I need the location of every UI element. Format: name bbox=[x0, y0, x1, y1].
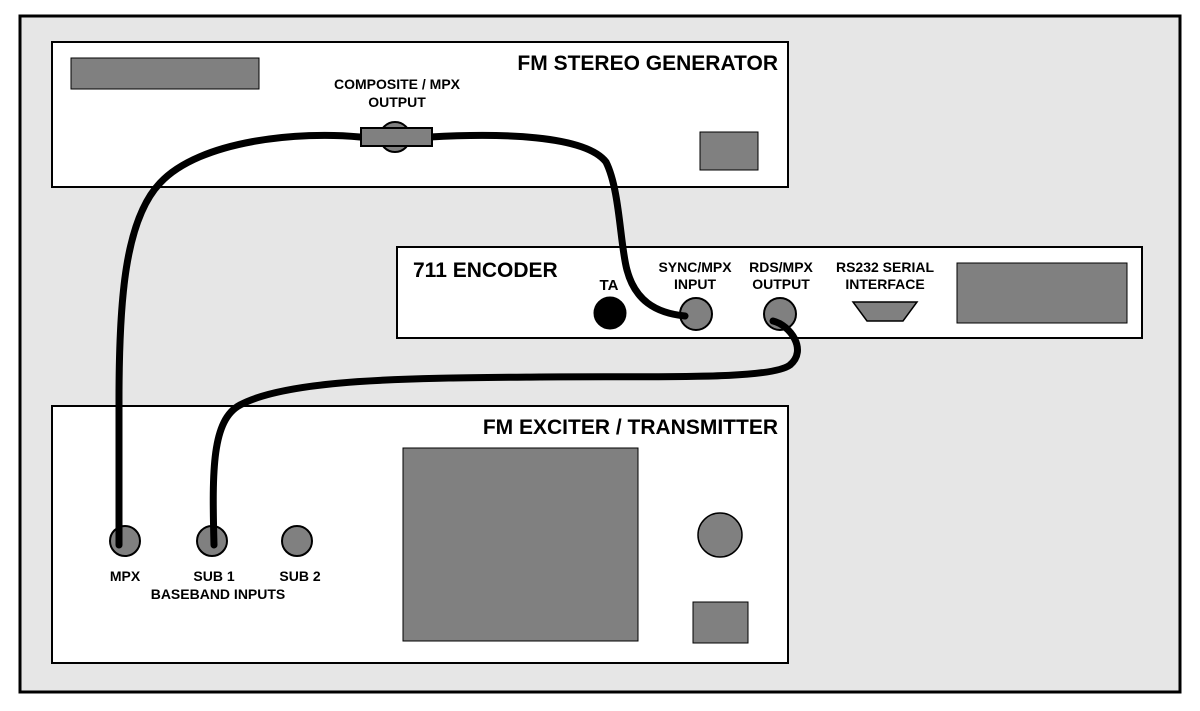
knob-icon bbox=[697, 512, 743, 558]
exciter-meter-window bbox=[402, 447, 639, 642]
generator-title: FM STEREO GENERATOR bbox=[517, 52, 778, 75]
fm-stereo-generator: FM STEREO GENERATOR COMPOSITE / MPX OUTP… bbox=[51, 41, 789, 188]
sub2-input-label: SUB 2 bbox=[279, 568, 320, 584]
rs232-serial-label-line2: INTERFACE bbox=[845, 276, 924, 292]
mpx-input-connector bbox=[109, 525, 141, 557]
encoder-title: 711 ENCODER bbox=[413, 259, 558, 282]
composite-output-label-line2: OUTPUT bbox=[368, 94, 426, 110]
sync-mpx-input-label-line2: INPUT bbox=[674, 276, 716, 292]
ta-button bbox=[593, 296, 627, 330]
sync-mpx-input-label: SYNC/MPX bbox=[658, 259, 732, 275]
cable-composite-to-sync-input bbox=[426, 131, 689, 320]
baseband-inputs-label: BASEBAND INPUTS bbox=[151, 586, 286, 602]
encoder-display bbox=[956, 262, 1128, 324]
rds-encoder-711: 711 ENCODER TA SYNC/MPX INPUT RDS/MPX OU… bbox=[396, 246, 1143, 339]
ta-label: TA bbox=[600, 277, 619, 294]
generator-power-switch bbox=[699, 131, 759, 171]
composite-cable-plug bbox=[360, 127, 433, 147]
composite-output-label: COMPOSITE / MPX bbox=[334, 76, 461, 92]
sub1-input-label: SUB 1 bbox=[193, 568, 234, 584]
rs232-serial-label: RS232 SERIAL bbox=[836, 259, 934, 275]
rds-mpx-output-label-line2: OUTPUT bbox=[752, 276, 810, 292]
cable-composite-to-mpx bbox=[115, 131, 364, 549]
fm-exciter-transmitter: FM EXCITER / TRANSMITTER MPX SUB 1 SUB 2… bbox=[51, 405, 789, 664]
sub2-input-connector bbox=[281, 525, 313, 557]
exciter-power-switch bbox=[692, 601, 749, 644]
exciter-title: FM EXCITER / TRANSMITTER bbox=[483, 416, 778, 439]
mpx-input-label: MPX bbox=[110, 568, 141, 584]
db9-connector-icon bbox=[851, 301, 919, 322]
rds-mpx-output-label: RDS/MPX bbox=[749, 259, 813, 275]
cable-rds-output-to-sub1 bbox=[209, 317, 801, 549]
cables bbox=[115, 131, 801, 549]
generator-display bbox=[70, 57, 260, 90]
